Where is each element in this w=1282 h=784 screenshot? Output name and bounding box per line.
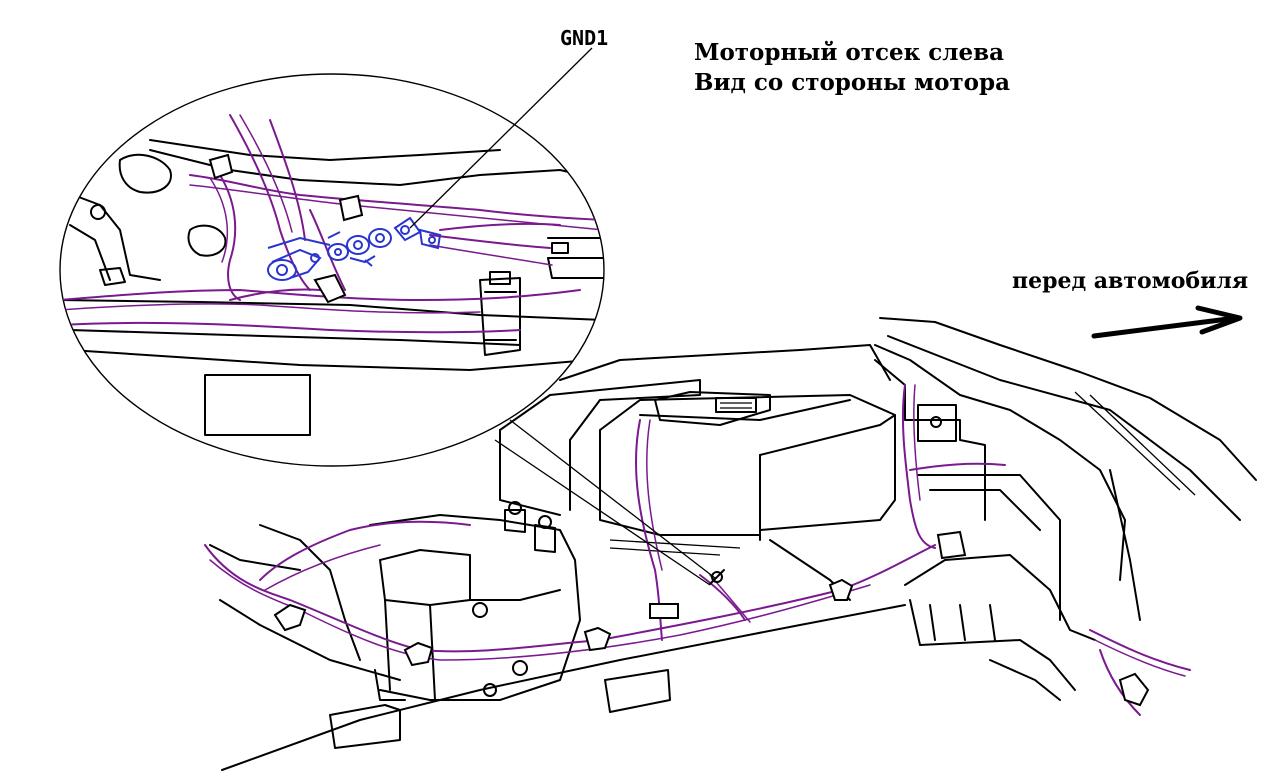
zoom-leader-line (509, 419, 716, 579)
zoom-detail (59, 73, 605, 467)
gnd1-leader-line (409, 47, 593, 229)
gnd1-ground-terminals (267, 216, 442, 281)
diagram-title-line2: Вид со стороны мотора (694, 69, 1011, 96)
engine-bay-scene (204, 317, 1257, 771)
arrow-right-icon (1091, 305, 1243, 339)
gnd1-callout-label: GND1 (560, 26, 609, 50)
diagram-title-line1: Моторный отсек слева (694, 39, 1005, 66)
vehicle-front-label: перед автомобиля (1012, 268, 1249, 294)
